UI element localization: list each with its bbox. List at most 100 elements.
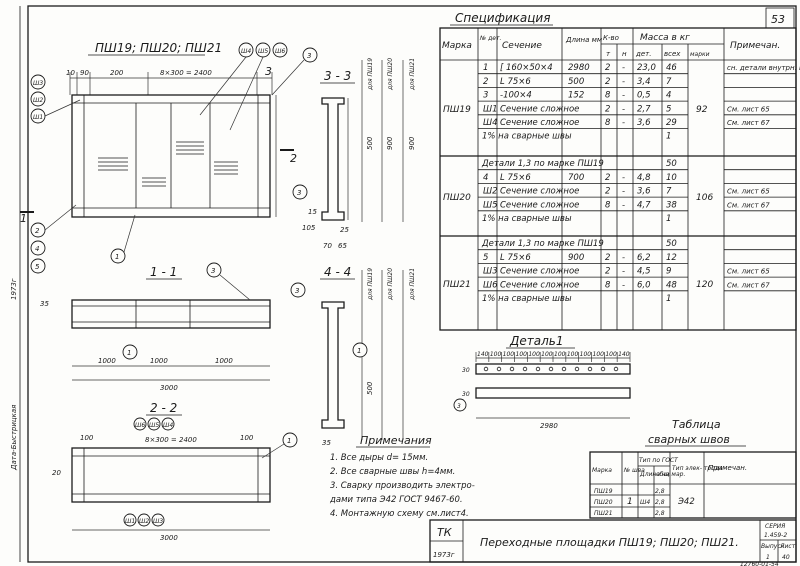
- spec-row-qty-t: 2: [605, 63, 610, 73]
- detail-dim-value: 140: [618, 351, 630, 358]
- detail-dim-value: 100: [554, 351, 566, 358]
- dim-70: 70: [323, 242, 332, 250]
- detail-dim-value: 100: [541, 351, 553, 358]
- bubble-3-33: 3: [297, 189, 301, 197]
- spec-row-qty-n: -: [622, 280, 625, 290]
- detail-edge: [475, 387, 631, 399]
- spec-row-qty-n: -: [622, 173, 625, 183]
- detail-dim-value: 100: [567, 351, 579, 358]
- bubble-sh5: Ш5: [258, 48, 268, 55]
- detail-dim-value: 100: [490, 351, 502, 358]
- weld-shov: 1: [627, 497, 633, 507]
- spec-row-qty-n: -: [622, 118, 625, 128]
- spec-row-mass: 23,0: [637, 63, 656, 73]
- title-issue-value: 1: [766, 554, 770, 561]
- note-1: 1. Все дыры d= 15мм.: [330, 453, 428, 463]
- spec-row-qty-t: 8: [605, 280, 611, 290]
- dim-900: 900: [386, 136, 394, 150]
- title-name: Переходные площадки ПШ19; ПШ20; ПШ21.: [480, 536, 739, 549]
- detail-holes: [483, 366, 619, 372]
- spec-row-no: Ш3: [483, 267, 498, 277]
- spec-row-no: Ш1: [483, 104, 498, 114]
- spec-row-qty-n: -: [622, 63, 625, 73]
- spec-hdr-qty: К-во: [603, 34, 619, 42]
- spec-row-note: См. лист 67: [727, 201, 770, 209]
- spec-row-section: L 75×6: [500, 253, 531, 263]
- spec-row-qty-t: 8: [605, 91, 611, 101]
- detail-dim-value: 100: [516, 351, 528, 358]
- spec-grid: [439, 27, 797, 331]
- spec-hdr-mark: Марка: [442, 41, 472, 51]
- detail-dim-value: 100: [528, 351, 540, 358]
- bubble-3-11: 3: [211, 267, 215, 275]
- dim-8x300-b: 8×300 = 2400: [145, 436, 197, 444]
- bubble-1-main: 1: [115, 253, 119, 261]
- detail-title: Деталь1: [509, 334, 563, 348]
- title-block-grid: [429, 519, 797, 563]
- spec-row-qty-t: 2: [605, 104, 610, 114]
- spec-welds-value: 1: [666, 214, 671, 224]
- weld-title-1: Таблица: [672, 418, 721, 431]
- spec-intro-value: 50: [666, 159, 677, 169]
- detail-dim-30: 30: [462, 367, 470, 374]
- spec-row-length: 700: [568, 173, 584, 183]
- spec-row-section: Сечение сложное: [500, 267, 579, 277]
- spec-hdr-note: Примечан.: [730, 41, 780, 51]
- spec-row-no: Ш5: [483, 200, 498, 210]
- spec-row-qty-t: 2: [605, 77, 610, 87]
- spec-row-mass: 3,6: [637, 118, 651, 128]
- dim-25: 25: [340, 226, 349, 234]
- spec-row-qty-t: 2: [605, 253, 610, 263]
- weld-type: Ш4: [640, 499, 650, 506]
- dim-90: 90: [80, 69, 89, 77]
- dim-1000-a: 1000: [98, 357, 116, 365]
- title-sheet-value: 40: [782, 554, 790, 561]
- weld-title-2: сварных швов: [648, 433, 730, 446]
- spec-row-mass: 4,5: [637, 267, 651, 277]
- weld-mark-21: ПШ21: [594, 510, 613, 517]
- dim-3000: 3000: [160, 384, 178, 392]
- dim-2980: 2980: [540, 422, 558, 430]
- spec-welds-row: 1% на сварные швы: [482, 214, 572, 224]
- title-sheet-label: Лист: [779, 543, 796, 550]
- spec-row-note: См. лист 67: [727, 119, 770, 127]
- spec-row-total: 38: [666, 200, 677, 210]
- spec-row-length: 500: [568, 77, 584, 87]
- spec-hdr-mass-part: дет.: [635, 50, 651, 58]
- weld-electrode: Э42: [677, 497, 695, 507]
- spec-row-total: 10: [666, 173, 677, 183]
- sheet-number: 53: [771, 13, 785, 26]
- bubble-1-22: 1: [287, 437, 291, 445]
- spec-group-mass: 106: [696, 193, 713, 203]
- spec-row-total: 7: [666, 77, 672, 87]
- spec-welds-row: 1% на сварные швы: [482, 132, 572, 142]
- spec-row-mass: 3,6: [637, 187, 651, 197]
- section-44-title: 4 - 4: [324, 265, 351, 279]
- dim-65: 65: [338, 242, 347, 250]
- spec-row-section: Сечение сложное: [500, 104, 579, 114]
- spec-hdr-qty-n: н: [622, 50, 627, 58]
- detail-dim-value: 140: [477, 351, 489, 358]
- spec-hdr-mass: Масса в кг: [640, 33, 690, 43]
- note-2: 2. Все сварные швы h=4мм.: [330, 467, 455, 477]
- weld-grid: [589, 451, 797, 519]
- spec-row-qty-n: -: [622, 104, 625, 114]
- detail-strip: [475, 363, 631, 375]
- spec-row-no: 2: [483, 77, 488, 87]
- spec-group-mark: ПШ19: [443, 105, 471, 115]
- spec-group-mass: 92: [696, 105, 708, 115]
- spec-row-qty-n: -: [622, 253, 625, 263]
- spec-row-no: Ш2: [483, 187, 498, 197]
- bubble-22-sh4: Ш4: [163, 422, 173, 429]
- spec-row-no: Ш4: [483, 118, 498, 128]
- spec-group-mass: 120: [696, 280, 713, 290]
- dim-15: 15: [308, 208, 317, 216]
- note-3: 3. Сварку производить электро-: [330, 481, 475, 491]
- spec-row-total: 29: [666, 118, 677, 128]
- spec-row-total: 9: [666, 267, 671, 277]
- spec-row-no: 5: [483, 253, 488, 263]
- spec-hdr-mass-mark: марки: [690, 51, 710, 58]
- spec-row-qty-n: -: [622, 187, 625, 197]
- spec-row-mass: 4,7: [637, 200, 651, 210]
- spec-row-length: 2980: [568, 63, 590, 73]
